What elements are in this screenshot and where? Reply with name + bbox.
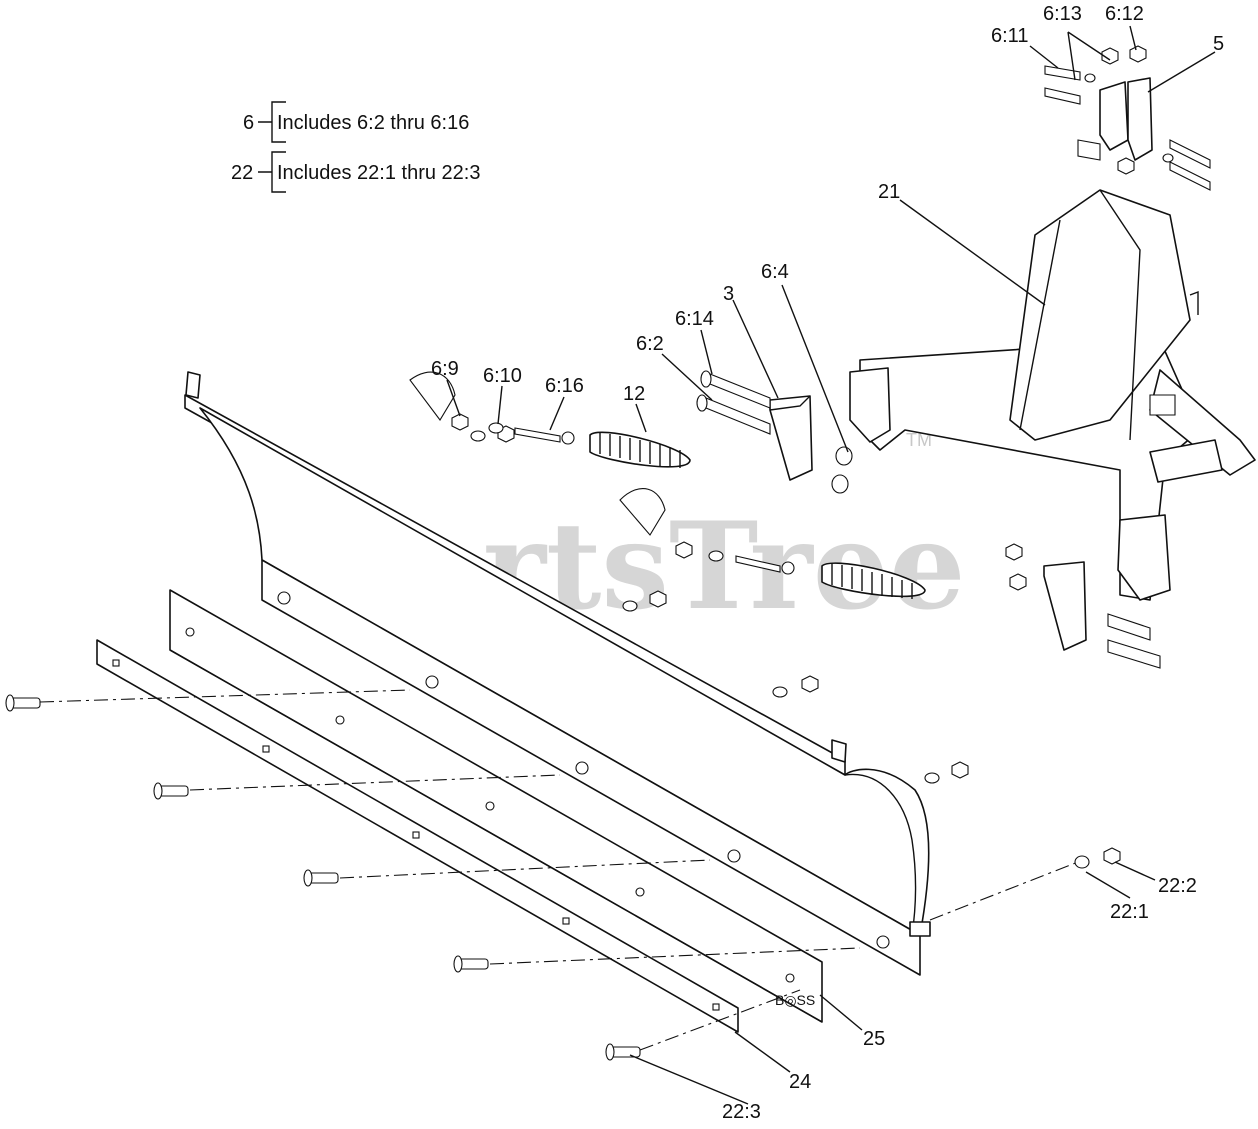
bolt-6-2 (696, 394, 771, 435)
callout-6-2: 6:2 (636, 333, 664, 355)
legend-text-22: Includes 22:1 thru 22:3 (277, 162, 480, 184)
legend-bracket-6 (258, 101, 286, 143)
blade-end-block (909, 921, 931, 937)
a-frame-tower (1009, 189, 1191, 441)
mount-plate-right (1127, 77, 1153, 161)
callout-6-9: 6:9 (431, 358, 459, 380)
blade-hole (277, 591, 291, 605)
bolt (303, 869, 339, 887)
spring-assembly-upper (451, 413, 691, 468)
leader-lines (446, 25, 1216, 1105)
callout-6-11: 6:11 (991, 25, 1028, 47)
legend: 6 Includes 6:2 thru 6:16 22 Includes 22:… (231, 101, 480, 193)
washer-6-10 (488, 422, 504, 434)
callout-labels: 6:13 6:12 6:11 5 21 6:4 3 6:14 6:2 6:9 6… (431, 3, 1224, 1123)
mount-plates-5 (1044, 45, 1211, 191)
callout-6-4: 6:4 (761, 261, 789, 283)
a-frame-actuator (1149, 439, 1223, 483)
bolt-6-14 (700, 370, 771, 409)
bolt (153, 782, 189, 800)
bolt (5, 694, 41, 712)
bushing-6-4 (835, 446, 853, 466)
bolt-6-11 (1044, 65, 1081, 81)
blade-fasteners (470, 425, 1121, 921)
washer-22-1 (1074, 855, 1090, 869)
callout-12: 12 (623, 383, 645, 405)
callout-21: 21 (878, 181, 900, 203)
spring-bracket-lower (1005, 543, 1161, 669)
blade-moldboard (199, 407, 930, 936)
mount-plate-left (1099, 81, 1129, 151)
callout-24: 24 (789, 1071, 811, 1093)
spring-bracket-3 (696, 370, 853, 494)
blade-rib-1 (409, 371, 456, 421)
blade-left-tab (185, 371, 201, 399)
a-frame-right-ear (1117, 514, 1171, 601)
callout-22-3: 22:3 (722, 1101, 761, 1123)
blade-hole (575, 761, 589, 775)
callout-6-16: 6:16 (545, 375, 584, 397)
washer-6-13 (1084, 73, 1096, 83)
callout-6-12: 6:12 (1105, 3, 1144, 25)
blade-hole (425, 675, 439, 689)
callout-3: 3 (723, 283, 734, 305)
blade-hole (876, 935, 890, 949)
callout-6-13: 6:13 (1043, 3, 1082, 25)
carriage-bolts (5, 689, 861, 1061)
boss-logo: B◎SS (775, 992, 815, 1008)
nut-22-2 (1103, 847, 1121, 865)
legend-bracket-22 (258, 151, 286, 193)
nut-6-12 (1129, 45, 1147, 63)
legend-text-6: Includes 6:2 thru 6:16 (277, 112, 469, 134)
blade-hole (727, 849, 741, 863)
wear-strip-24 (96, 639, 739, 1033)
blade-edge-curve (844, 773, 917, 936)
plow-blade (184, 371, 931, 976)
legend-key-6: 6 (243, 112, 254, 134)
callout-5: 5 (1213, 33, 1224, 55)
blade-lower-bar (261, 559, 921, 976)
nut-6-9 (451, 413, 469, 431)
callout-6-14: 6:14 (675, 308, 714, 330)
watermark-tm: TM (906, 430, 932, 450)
callout-6-10: 6:10 (483, 365, 522, 387)
blade-right-tab (831, 739, 847, 763)
cutting-edge-25: B◎SS (169, 589, 823, 1023)
bolt (453, 955, 489, 973)
eyebolt-6-16 (514, 427, 561, 443)
bolt (605, 1043, 641, 1061)
blade-rib-2 (619, 488, 666, 536)
a-frame-21 (849, 189, 1256, 601)
callout-25: 25 (863, 1028, 885, 1050)
spring-lower (821, 562, 926, 598)
callout-22-1: 22:1 (1110, 901, 1149, 923)
callout-22-2: 22:2 (1158, 875, 1197, 897)
a-frame-left-ear (849, 367, 891, 443)
spring-assembly-lower (675, 541, 926, 599)
legend-key-22: 22 (231, 162, 253, 184)
